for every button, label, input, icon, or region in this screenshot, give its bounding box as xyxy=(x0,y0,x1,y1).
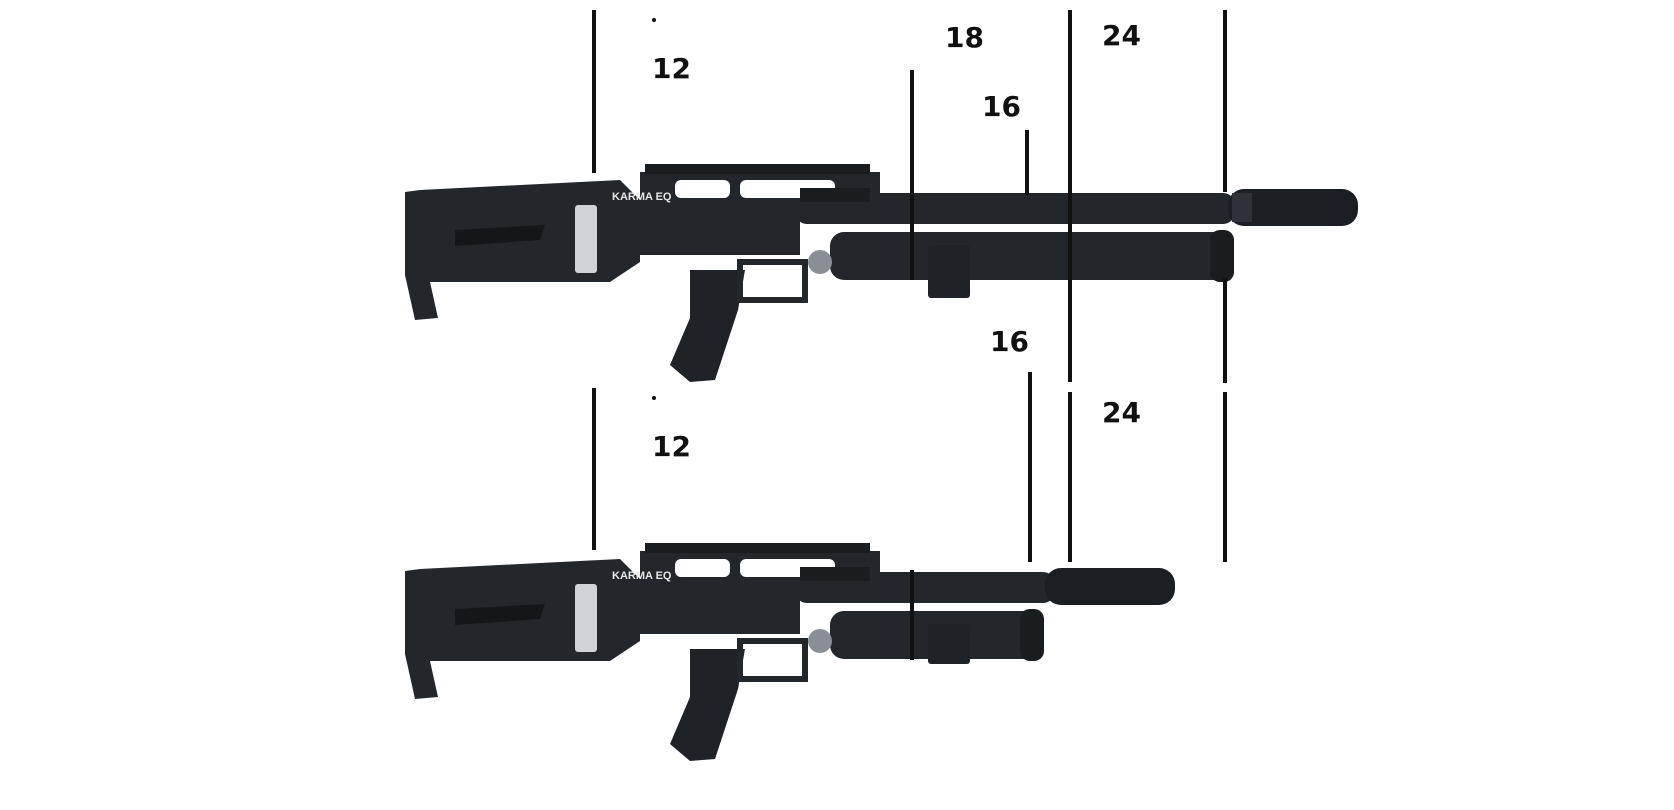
rifle-top-body xyxy=(405,164,1358,382)
top-dot xyxy=(652,18,656,22)
rifle-top-brand: KARMA EQ xyxy=(612,191,672,203)
bottom-label-12: 12 xyxy=(652,430,691,463)
top-label-18: 18 xyxy=(945,21,984,54)
top-line-end xyxy=(1223,10,1227,192)
bottom-label-24: 24 xyxy=(1102,396,1141,429)
rifle-bottom-brand: KARMA EQ xyxy=(612,570,672,582)
top-line-cyl xyxy=(1223,278,1227,383)
top-line-12 xyxy=(592,10,596,173)
top-line-24 xyxy=(1068,10,1072,382)
bottom-line-18 xyxy=(910,570,914,660)
bottom-line-16 xyxy=(1028,372,1032,562)
top-label-12: 12 xyxy=(652,52,691,85)
top-label-24: 24 xyxy=(1102,19,1141,52)
rifle-bottom-body xyxy=(405,543,1175,761)
bottom-line-12 xyxy=(592,388,596,550)
top-line-18 xyxy=(910,70,914,280)
bottom-line-end xyxy=(1223,392,1227,562)
top-line-16 xyxy=(1025,130,1029,195)
bottom-dot xyxy=(652,396,656,400)
bottom-label-16: 16 xyxy=(990,325,1029,358)
top-label-16: 16 xyxy=(982,90,1021,123)
bottom-line-24 xyxy=(1068,392,1072,562)
